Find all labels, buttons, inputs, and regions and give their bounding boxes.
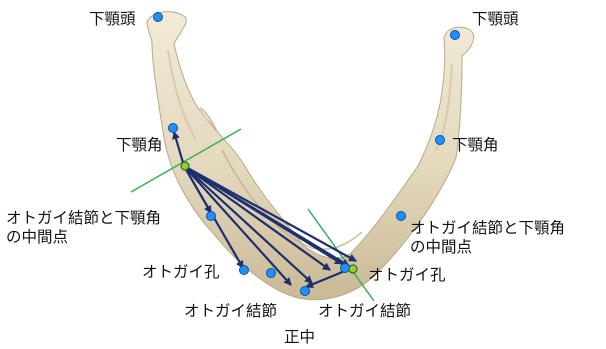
gonion-right-point [436, 136, 445, 145]
midpoint-right-point [397, 212, 406, 221]
label-condyle-left: 下顎頭 [89, 10, 136, 29]
mental-tubercle-right-point [341, 264, 350, 273]
label-mental-tubercle-left: オトガイ結節 [184, 302, 277, 321]
label-mental-foramen-right: オトガイ孔 [368, 266, 446, 285]
label-condyle-right: 下顎頭 [472, 10, 519, 29]
label-mental-foramen-left: オトガイ孔 [142, 263, 220, 282]
mental-foramen-left-point [267, 269, 276, 278]
foramen-reference-ring [349, 265, 357, 273]
midpoint-left-point [207, 212, 216, 221]
label-midpoint-right: オトガイ結節と下顎角 の中間点 [410, 219, 565, 257]
gonion-reference-ring [181, 162, 189, 170]
label-midline: 正中 [284, 328, 315, 347]
gonion-left-point [169, 124, 178, 133]
condyle-right-point [451, 31, 460, 40]
condyle-left-point [154, 13, 163, 22]
label-mental-tubercle-right: オトガイ結節 [318, 302, 411, 321]
mental-tubercle-left-point [240, 266, 249, 275]
midline-point [301, 287, 310, 296]
label-gonion-left: 下顎角 [116, 136, 163, 155]
label-gonion-right: 下顎角 [452, 136, 499, 155]
label-midpoint-left: オトガイ結節と下顎角 の中間点 [6, 209, 161, 247]
